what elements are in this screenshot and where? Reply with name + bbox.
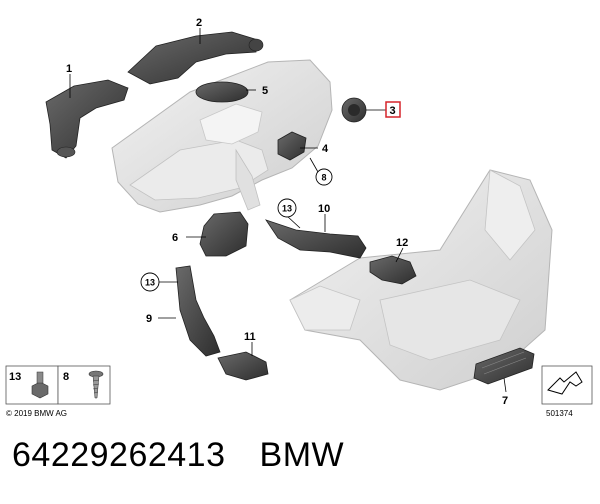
circled-callouts: 8 13 13 [140, 168, 333, 292]
diagram-number: 501374 [546, 409, 573, 418]
part-3-round-vent [341, 97, 367, 123]
part-12-rear-duct [369, 255, 417, 285]
part-number: 64229262413 [12, 436, 226, 474]
callout-12: 12 [396, 237, 408, 249]
fastener-legend: 13 8 [5, 365, 111, 405]
part-10-floor-duct [265, 219, 367, 259]
callout-4: 4 [322, 143, 329, 155]
copyright-text: © 2019 BMW AG [6, 409, 67, 418]
legend-item-13: 13 [9, 371, 21, 383]
callout-7: 7 [502, 395, 508, 407]
screw-icon [88, 370, 104, 399]
callout-11: 11 [244, 331, 256, 343]
part-7-floor-grille [473, 347, 535, 385]
part-6-duct-section [199, 211, 249, 257]
dashboard-outline [111, 59, 333, 213]
center-console-outline [289, 169, 553, 391]
callout-5: 5 [262, 85, 268, 97]
part-caption: 64229262413 BMW [12, 436, 592, 486]
callout-8-circled: 8 [321, 173, 326, 183]
diagram-reference: 501374 [541, 365, 593, 418]
part-1-left-air-duct [45, 79, 129, 159]
callout-3: 3 [390, 105, 396, 117]
legend-item-8: 8 [63, 371, 69, 383]
callout-3-highlighted: 3 [385, 101, 401, 118]
callout-13-circled-a: 13 [282, 204, 292, 214]
part-4-side-vent [277, 131, 307, 161]
callout-2: 2 [196, 17, 202, 29]
part-11-outlet [217, 351, 269, 381]
part-9-lower-duct [175, 265, 221, 357]
part-2-upper-air-duct [127, 31, 264, 85]
callout-1: 1 [66, 63, 72, 75]
part-5-center-vent [195, 81, 249, 103]
nut-icon [31, 371, 49, 399]
reference-arrow-icon [547, 371, 583, 395]
callout-13-circled-b: 13 [145, 278, 155, 288]
brand-name: BMW [259, 436, 345, 474]
callout-labels: 1 2 5 4 6 10 12 9 11 7 [66, 17, 508, 407]
callout-9: 9 [146, 313, 152, 325]
callout-6: 6 [172, 232, 178, 244]
callout-10: 10 [318, 203, 330, 215]
leader-lines [69, 28, 507, 393]
